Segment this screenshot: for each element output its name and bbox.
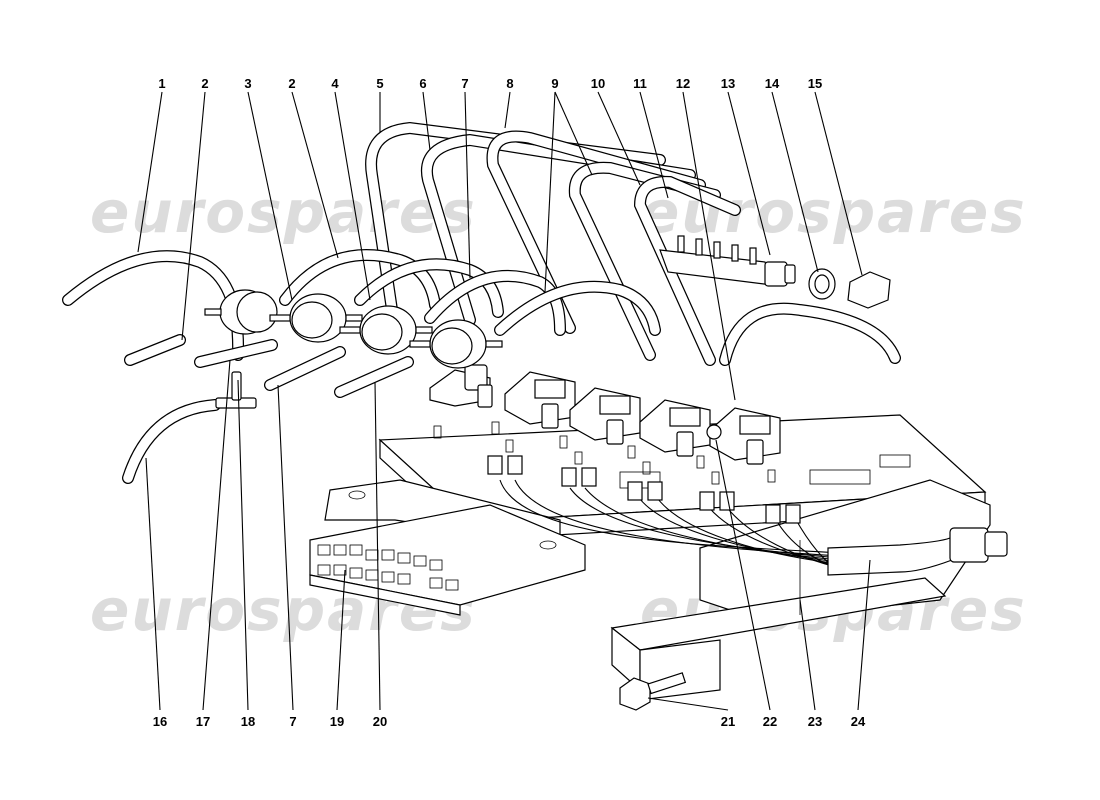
callout-9: 9 bbox=[551, 76, 558, 91]
callout-15: 15 bbox=[808, 76, 822, 91]
vacuum-actuators bbox=[204, 289, 503, 369]
callout-13: 13 bbox=[721, 76, 735, 91]
callout-14: 14 bbox=[765, 76, 780, 91]
callout-21: 21 bbox=[721, 714, 735, 729]
callout-1: 1 bbox=[158, 76, 165, 91]
front-hoses bbox=[62, 249, 661, 361]
callout-24: 24 bbox=[851, 714, 866, 729]
callout-2b: 2 bbox=[288, 76, 295, 91]
hose-16 bbox=[122, 399, 221, 484]
watermark-top-left: eurospares bbox=[90, 178, 477, 246]
manifold bbox=[659, 235, 796, 287]
callout-17: 17 bbox=[196, 714, 210, 729]
callout-7b: 7 bbox=[289, 714, 296, 729]
short-hoses bbox=[124, 334, 414, 398]
callout-16: 16 bbox=[153, 714, 167, 729]
control-unit bbox=[309, 479, 586, 616]
spring-set bbox=[433, 421, 776, 485]
t-fitting bbox=[215, 371, 257, 409]
end-cap bbox=[847, 271, 891, 309]
callout-22: 22 bbox=[763, 714, 777, 729]
callout-19: 19 bbox=[330, 714, 344, 729]
washer bbox=[808, 268, 836, 300]
callout-23: 23 bbox=[808, 714, 822, 729]
callout-labels-top: 1 2 3 2 4 5 6 7 8 9 10 11 12 13 14 15 bbox=[158, 76, 822, 91]
callout-5: 5 bbox=[376, 76, 383, 91]
leader-lines bbox=[137, 91, 871, 711]
callout-20: 20 bbox=[373, 714, 387, 729]
solenoid-valves bbox=[429, 364, 781, 465]
callout-7: 7 bbox=[461, 76, 468, 91]
callout-8: 8 bbox=[506, 76, 513, 91]
upper-hose-bundle bbox=[365, 121, 741, 366]
callout-18: 18 bbox=[241, 714, 255, 729]
callout-6: 6 bbox=[419, 76, 426, 91]
callout-2: 2 bbox=[201, 76, 208, 91]
callout-12: 12 bbox=[676, 76, 690, 91]
callout-11: 11 bbox=[633, 76, 647, 91]
callout-labels-bottom: 16 17 18 7 19 20 21 22 23 24 bbox=[153, 714, 866, 729]
callout-3: 3 bbox=[244, 76, 251, 91]
callout-10: 10 bbox=[591, 76, 605, 91]
hose-12 bbox=[719, 302, 901, 366]
wiring-harness bbox=[487, 455, 1008, 576]
bolt bbox=[619, 672, 687, 711]
callout-4: 4 bbox=[331, 76, 339, 91]
